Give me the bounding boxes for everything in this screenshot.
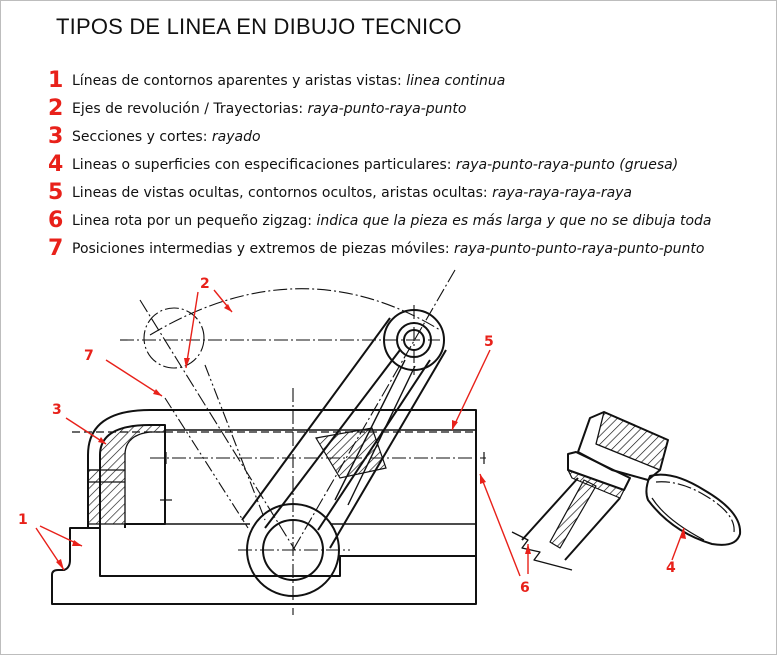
machine-part: [51, 409, 477, 605]
legend-number: 4: [48, 152, 64, 177]
legend-text: Lineas de vistas ocultas, contornos ocul…: [72, 185, 633, 201]
legend-number: 2: [48, 96, 64, 121]
legend-text: Líneas de contornos aparentes y aristas …: [72, 73, 506, 89]
callout-5: 5: [484, 334, 494, 350]
legend-text: Lineas o superficies con especificacione…: [72, 157, 679, 173]
callout-2: 2: [200, 276, 210, 292]
legend-text: Secciones y cortes: rayado: [72, 129, 261, 145]
legend-text: Posiciones intermedias y extremos de pie…: [72, 241, 705, 257]
legend-number: 6: [48, 208, 64, 233]
callout-3: 3: [52, 402, 62, 418]
callout-7: 7: [84, 348, 94, 364]
legend-number: 3: [48, 124, 64, 149]
base-plate: [51, 527, 477, 605]
center-lines: [120, 269, 486, 615]
legend-text: Linea rota por un pequeño zigzag: indica…: [72, 213, 712, 229]
legend-number: 5: [48, 180, 64, 205]
handle-detail: [511, 411, 742, 571]
link-section-hatch: [315, 427, 387, 479]
left-wall: [87, 409, 477, 556]
tick-marks: [160, 452, 485, 501]
callout-1: 1: [18, 512, 28, 528]
section-hatch: [87, 424, 166, 525]
callout-6: 6: [520, 580, 530, 596]
page-title: TIPOS DE LINEA EN DIBUJO TECNICO: [56, 14, 462, 39]
legend-text: Ejes de revolución / Trayectorias: raya-…: [72, 101, 467, 117]
callout-arrowheads: [56, 304, 686, 570]
legend-number: 1: [48, 68, 64, 93]
callout-4: 4: [666, 560, 676, 576]
phantom-lines: [164, 364, 266, 529]
legend-number: 7: [48, 236, 64, 261]
